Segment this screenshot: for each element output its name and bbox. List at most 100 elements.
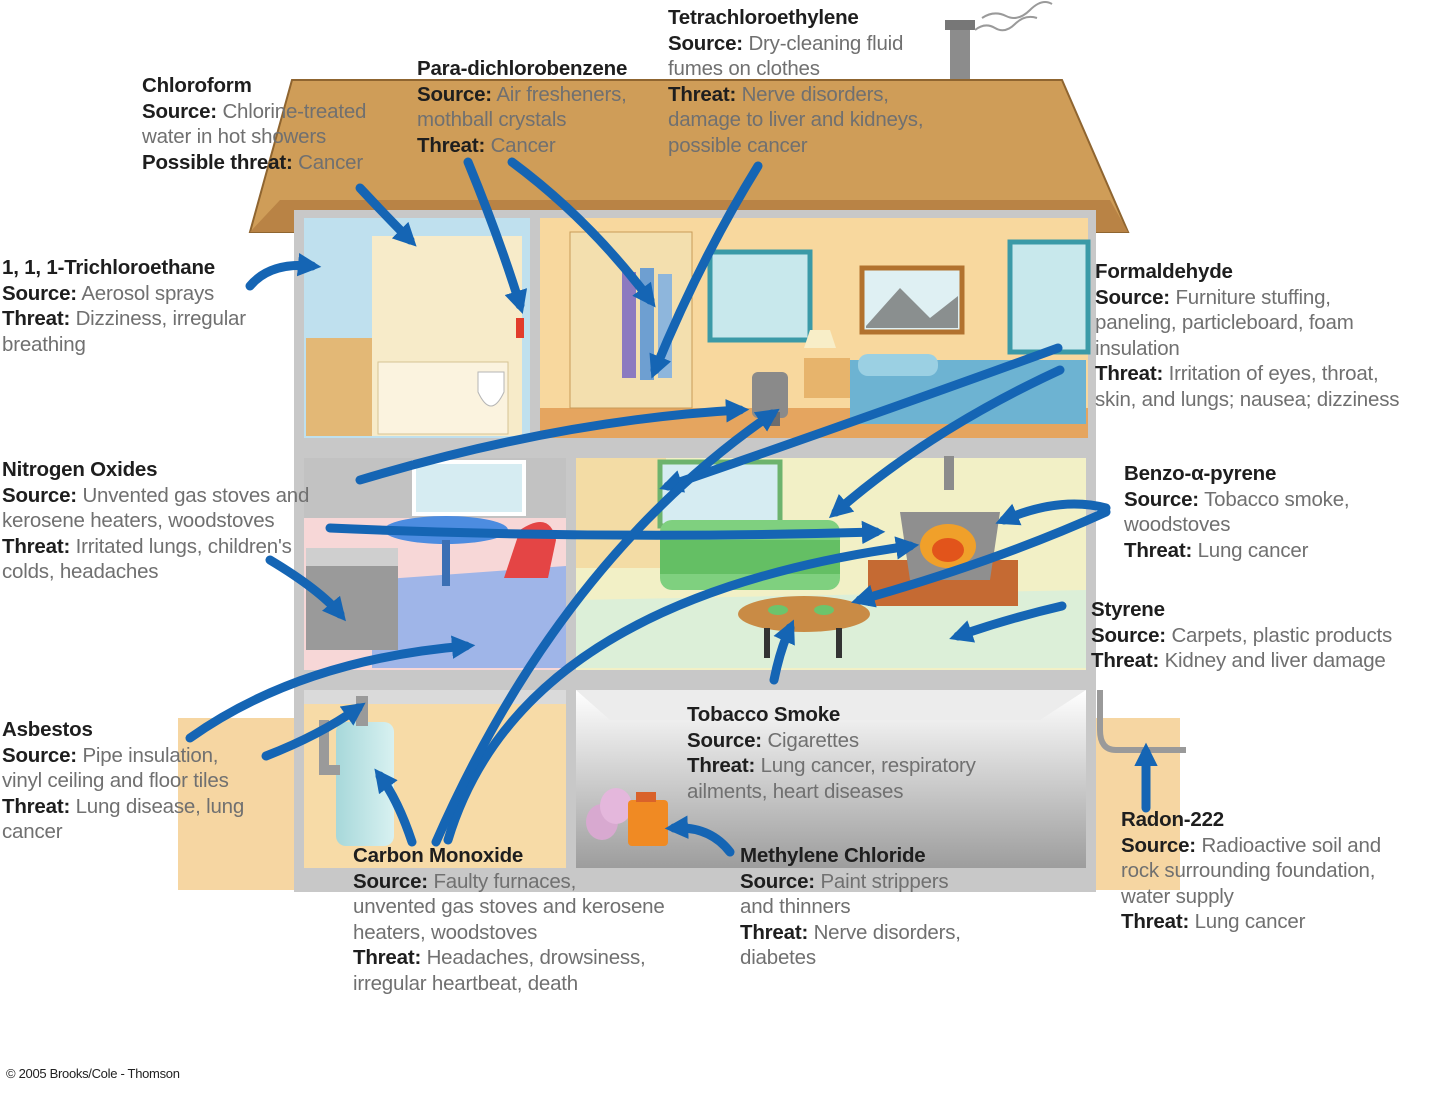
label-text: paneling, particleboard, foam [1095,311,1354,334]
label-key: Source: [687,728,762,752]
label-line: irregular heartbeat, death [353,971,665,997]
label-key: Source: [2,483,77,507]
label-text: diabetes [740,946,816,969]
label-line: paneling, particleboard, foam [1095,310,1399,336]
arrow-tetra-1 [507,157,656,308]
label-key: Source: [142,99,217,123]
label-line: Threat: Kidney and liver damage [1091,648,1392,674]
label-line: and thinners [740,894,961,920]
label-text: water supply [1121,884,1234,908]
paint-cans [586,788,668,846]
label-text: vinyl ceiling and floor tiles [2,769,229,792]
label-text: Nerve disorders, [813,920,961,944]
label-line: breathing [2,332,246,358]
arrow-tobacco [769,619,795,685]
label-text: Nerve disorders, [741,82,889,106]
label-line: Source: Cigarettes [687,728,976,754]
label-line: Source: Chlorine-treated [142,99,366,125]
arrow-nitrogen-1 [355,399,750,485]
arrow-formaldehyde-1 [659,343,1063,493]
label-line: woodstoves [1124,512,1349,538]
label-line: insulation [1095,336,1399,362]
label-title: Para-dichlorobenzene [417,57,628,80]
label-line: water supply [1121,884,1381,910]
label-key: Source: [353,869,428,893]
label-key: Source: [740,869,815,893]
radon-pipe [1097,690,1186,753]
label-text: Irritated lungs, children's [75,534,292,558]
label-text: Lung disease, lung [75,794,245,818]
label-key: Source: [668,31,743,55]
label-text: Kidney and liver damage [1164,649,1386,672]
arrow-carbon-3 [374,768,417,847]
label-key: Threat: [668,82,737,106]
label-key: Threat: [687,754,756,777]
label-title: Tetrachloroethylene [668,6,859,29]
arrow-nitrogen-2 [325,520,886,545]
label-key: Threat: [353,946,422,969]
label-key: Threat: [2,534,71,558]
label-text: kerosene heaters, woodstoves [2,509,275,532]
label-text: Chlorine-treated [222,99,367,123]
label-key: Threat: [2,307,71,330]
label-text: Lung cancer [1194,910,1306,933]
stove [306,558,398,650]
label-key: Threat: [417,133,486,157]
label-line: Threat: Nerve disorders, [668,82,923,108]
label-line: Threat: Cancer [417,133,627,159]
label-title: Methylene Chloride [740,844,926,867]
arrow-pdcb [463,157,528,314]
label-text: Headaches, drowsiness, [426,946,646,969]
label-line: kerosene heaters, woodstoves [2,508,309,534]
arrow-tetra-2 [649,161,763,379]
label-line: Source: Dry-cleaning fluid [668,31,923,57]
label-text: Dizziness, irregular [75,307,247,330]
arrow-asbestos-1 [185,635,476,743]
arrow-methylene [664,815,735,857]
label-text: possible cancer [668,133,808,157]
label-line: Threat: Headaches, drowsiness, [353,945,665,971]
label-line: Source: Unvented gas stoves and [2,483,309,509]
coffee-table [738,596,870,632]
arrow-asbestos-2 [261,702,366,761]
label-text: Aerosol sprays [81,281,215,305]
label-line: colds, headaches [2,559,309,585]
label-line: Threat: Irritation of eyes, throat, [1095,361,1399,387]
arrow-trichloro [245,253,322,291]
label-title: 1, 1, 1-Trichloroethane [2,256,215,279]
label-text: heaters, woodstoves [353,920,538,944]
label-text: cancer [2,820,63,843]
label-text: water in hot showers [142,125,327,148]
label-line: Source: Furniture stuffing, [1095,285,1399,311]
label-line: rock surrounding foundation, [1121,858,1381,884]
label-text: Tobacco smoke, [1204,487,1350,511]
arrow-formaldehyde-2 [828,365,1065,519]
label-text: rock surrounding foundation, [1121,859,1376,882]
label-text: breathing [2,332,86,356]
label-text: Unvented gas stoves and [82,483,310,507]
label-key: Threat: [1095,362,1164,385]
label-text: Radioactive soil and [1201,833,1381,857]
arrow-styrene [949,601,1067,643]
label-line: cancer [2,819,244,845]
label-text: Lung cancer [1197,538,1309,562]
label-line: Source: Tobacco smoke, [1124,487,1350,513]
label-title: Tobacco Smoke [687,703,841,726]
label-key: Source: [417,82,492,106]
label-text: Carpets, plastic products [1171,623,1393,647]
arrow-carbon-1 [443,536,920,845]
label-line: skin, and lungs; nausea; dizziness [1095,387,1400,413]
label-line: Source: Radioactive soil and [1121,833,1381,859]
label-line: ailments, heart diseases [687,779,976,805]
label-line: Threat: Lung disease, lung [2,794,244,820]
label-line: Source: Paint strippers [740,869,961,895]
label-title: Chloroform [142,74,252,97]
